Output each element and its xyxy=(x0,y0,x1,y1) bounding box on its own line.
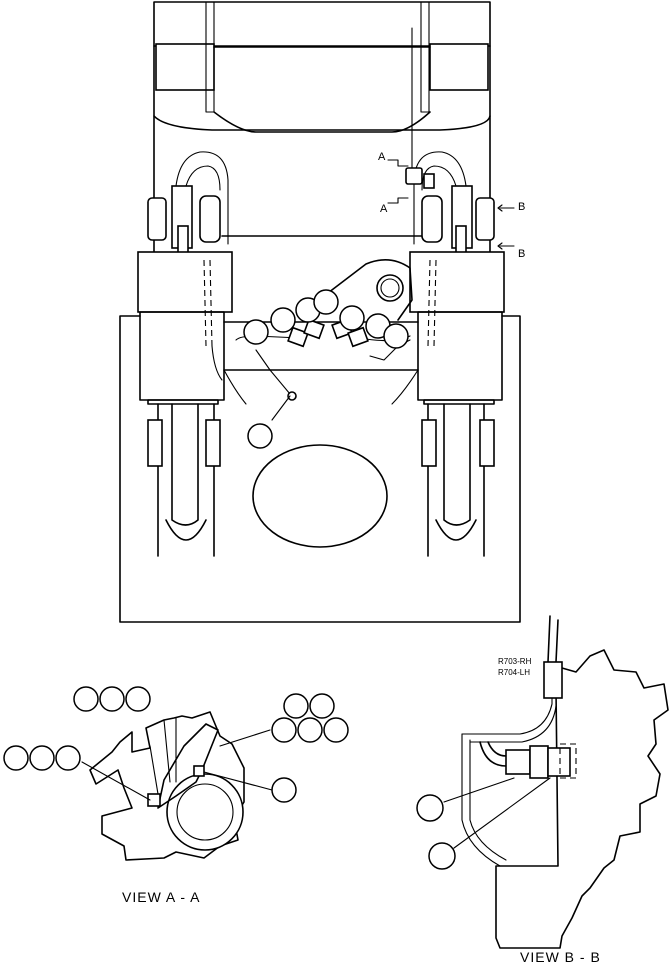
view-a-title: VIEW A - A xyxy=(122,889,200,905)
view-a-callout-7 xyxy=(297,717,323,743)
view-a-callout-8 xyxy=(323,717,349,743)
main-callout-8 xyxy=(247,423,273,449)
section-line-a: A A xyxy=(378,27,413,215)
section-line-b: B B xyxy=(497,201,525,260)
part-label-lh: R704-LH xyxy=(498,668,530,677)
view-a-callout-10 xyxy=(29,745,55,771)
view-a-a: VIEW A - A xyxy=(3,686,349,905)
section-mark-a-top: A xyxy=(378,151,386,163)
section-mark-b-bottom: B xyxy=(518,248,525,260)
left-roller-assembly xyxy=(137,151,233,557)
view-a-callout-1 xyxy=(73,686,99,712)
view-a-callout-5 xyxy=(309,693,335,719)
section-mark-a-bottom: A xyxy=(380,203,388,215)
view-b-callout-1 xyxy=(416,794,444,822)
view-a-callout-9 xyxy=(3,745,29,771)
view-b-callout-2 xyxy=(428,842,456,870)
main-assembly-view: A A B B xyxy=(119,1,525,623)
main-callout-5 xyxy=(339,305,365,331)
right-roller-assembly xyxy=(405,151,505,557)
view-a-callout-12 xyxy=(271,777,297,803)
view-a-callout-2 xyxy=(99,686,125,712)
main-callout-3 xyxy=(243,319,269,345)
view-a-callout-3 xyxy=(125,686,151,712)
part-label-rh: R703-RH xyxy=(498,657,532,666)
lower-frame-plate xyxy=(119,315,521,623)
view-a-callout-4 xyxy=(283,693,309,719)
main-callout-7 xyxy=(383,323,409,349)
view-a-callout-11 xyxy=(55,745,81,771)
main-callout-2 xyxy=(270,307,296,333)
view-b-title: VIEW B - B xyxy=(520,949,601,964)
main-callout-4 xyxy=(313,289,339,315)
section-mark-b-top: B xyxy=(518,201,525,213)
view-b-b: R703-RH R704-LH VIEW B - B xyxy=(416,615,669,964)
main-view-callouts xyxy=(243,289,409,449)
view-a-callouts xyxy=(3,686,349,803)
view-a-callout-6 xyxy=(271,717,297,743)
view-b-callouts xyxy=(416,794,456,870)
